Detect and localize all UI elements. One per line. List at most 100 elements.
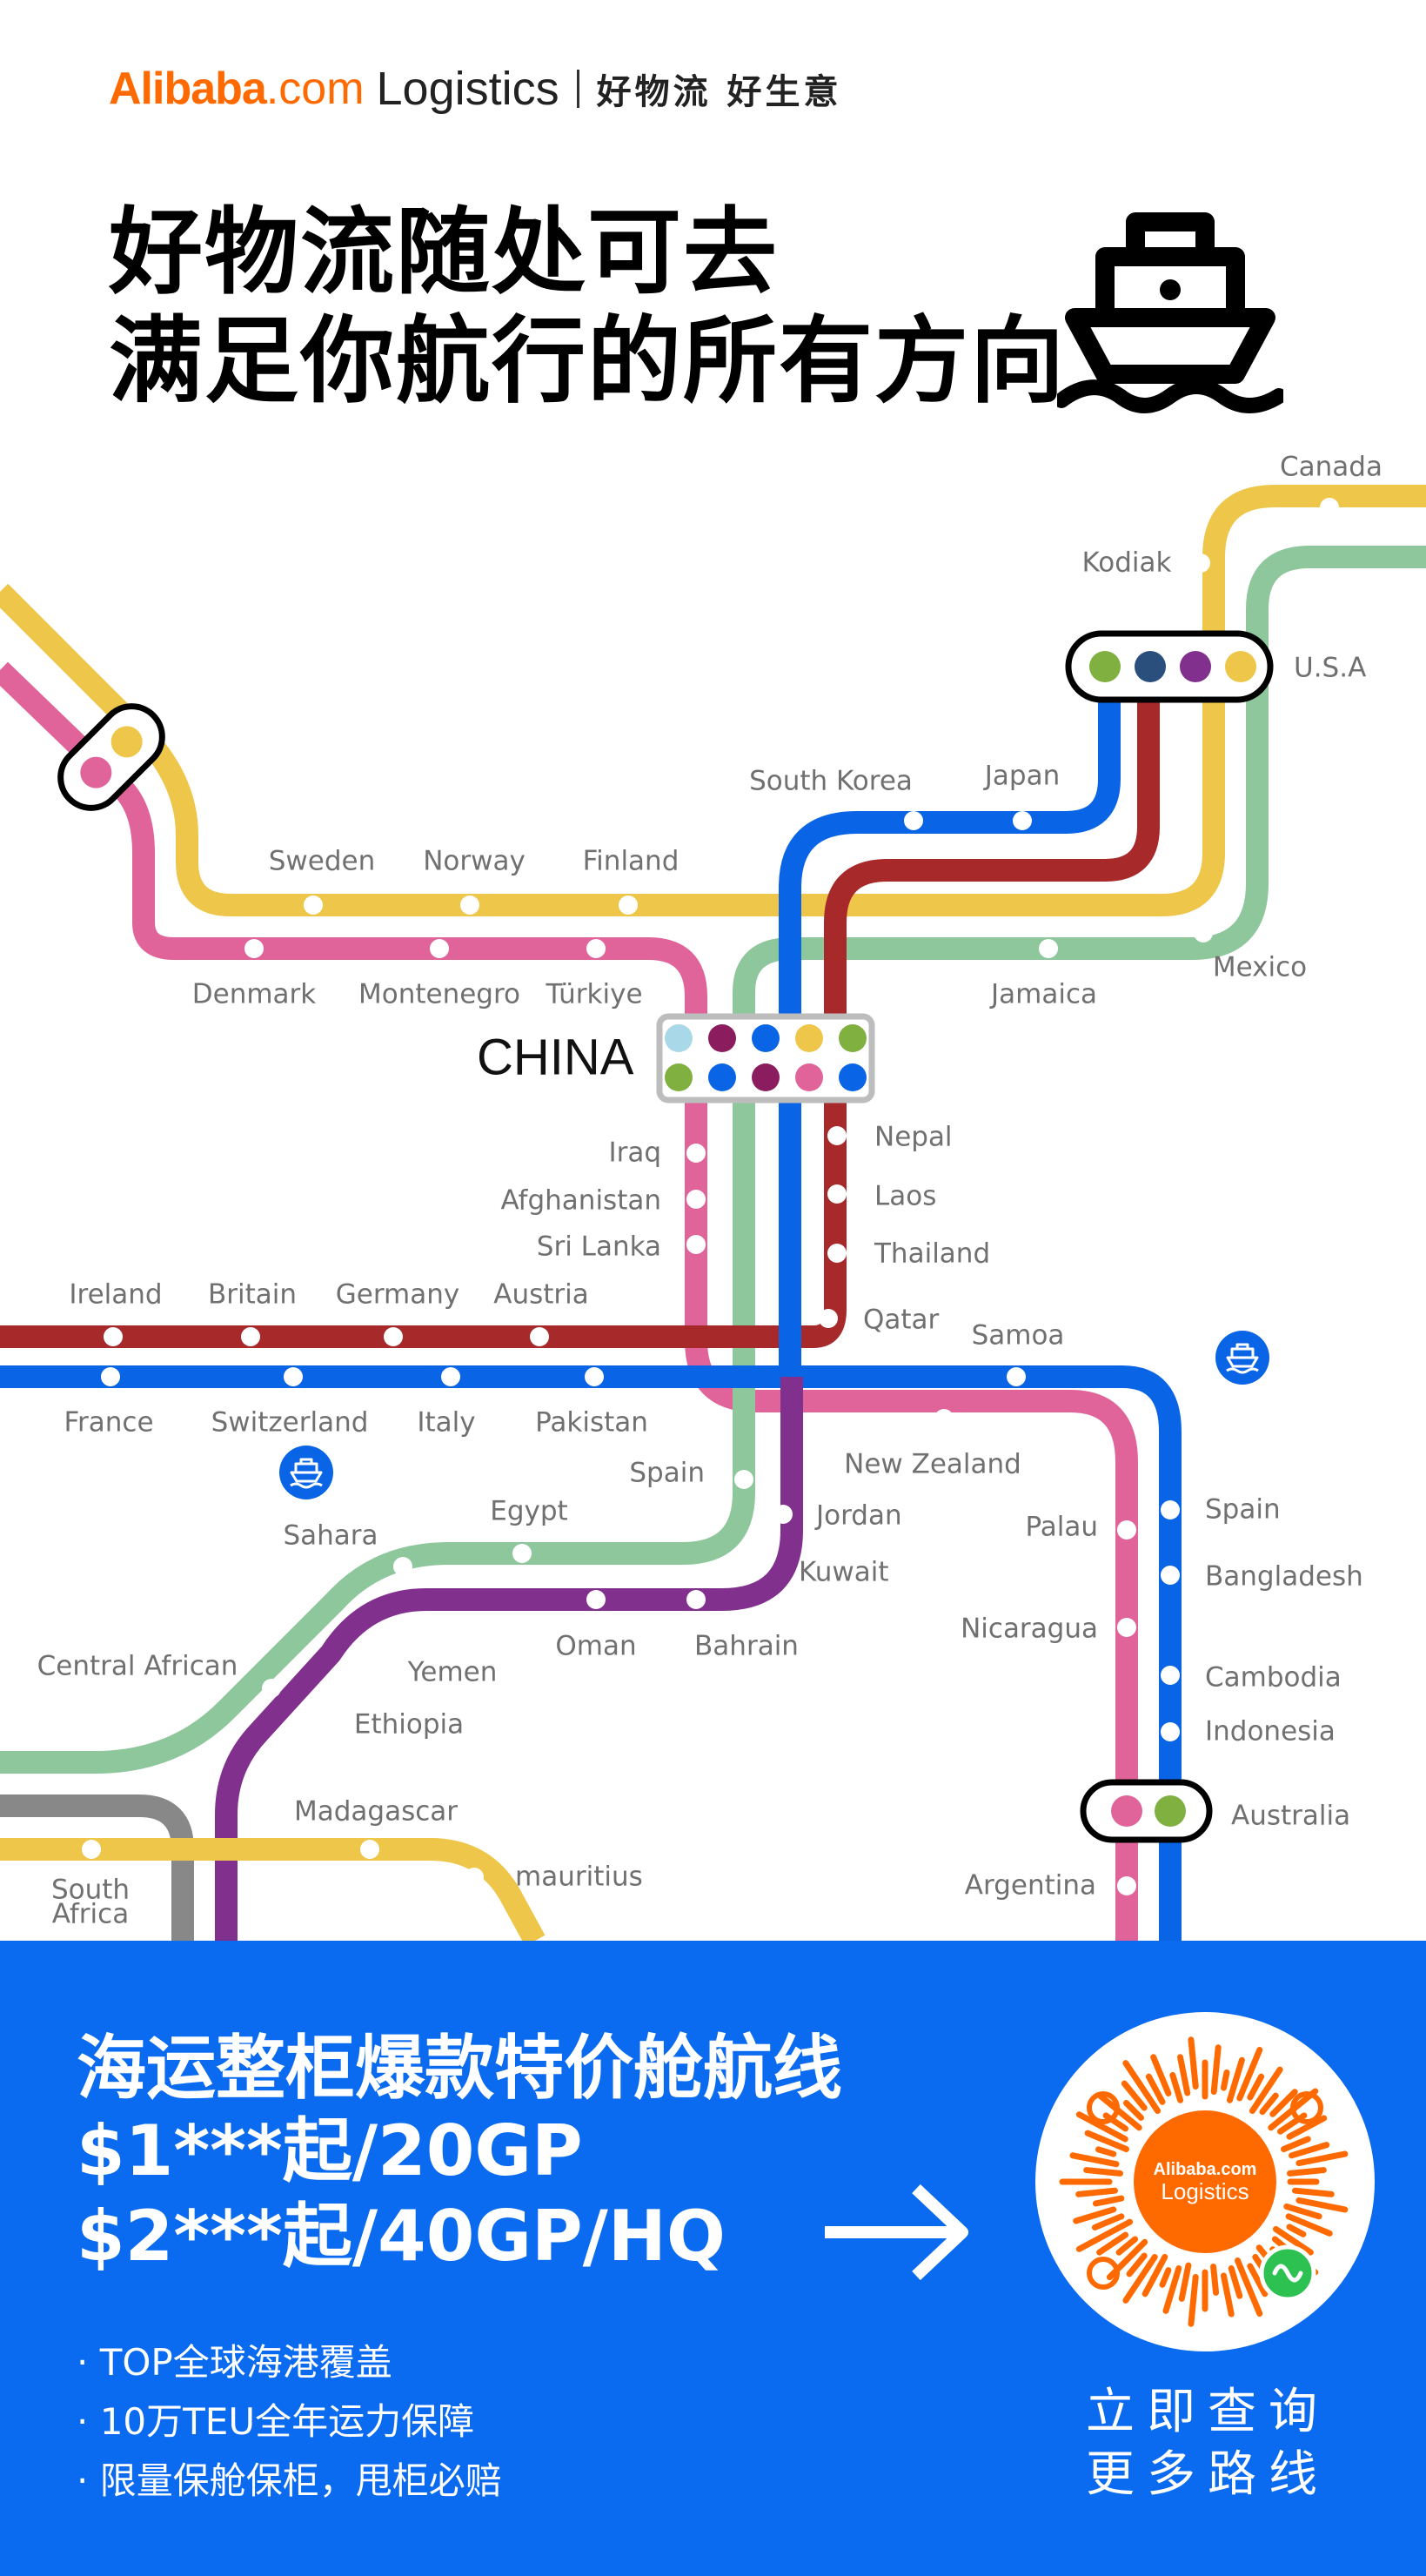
bullet-item: · 限量保舱保柜，甩柜必赔 (77, 2459, 502, 2502)
station-label: Britain (207, 1278, 298, 1311)
station-label: Montenegro (358, 978, 521, 1010)
station-label: Laos (874, 1180, 937, 1212)
brand-logistics: Logistics (376, 63, 559, 115)
qr-sub: Logistics (1161, 2178, 1249, 2204)
qr-ray (1096, 2231, 1129, 2256)
station-label: Ireland (69, 1278, 163, 1311)
station-label: Madagascar (293, 1795, 459, 1828)
station-label: Cambodia (1205, 1661, 1342, 1694)
station-label: mauritius (515, 1861, 643, 1893)
qr-ray (1287, 2167, 1327, 2177)
station-label: Ethiopia (353, 1708, 465, 1741)
pink-line-europe (0, 661, 1138, 1941)
purple-line (215, 1377, 803, 1941)
station-label: Spain (629, 1457, 705, 1489)
qr-ray (1178, 2262, 1192, 2302)
qr-ray (1286, 2224, 1307, 2237)
cta-line-1[interactable]: 立即查询 (1086, 2384, 1329, 2440)
qr-ray (1247, 2073, 1265, 2101)
qr-ray (1188, 2036, 1199, 2090)
station-label: Austria (493, 1278, 589, 1311)
station-label: Yemen (407, 1656, 498, 1688)
headline-line-1: 好物流随处可去 (109, 198, 780, 307)
blue-line (0, 1365, 1182, 1941)
station-label: Türkiye (546, 978, 643, 1010)
station-label: Kuwait (799, 1556, 889, 1588)
yellow-line-americas (783, 485, 1426, 916)
brand-name: Alibaba (109, 64, 267, 114)
qr-ray (1210, 2044, 1222, 2096)
station-label: Argentina (964, 1869, 1096, 1902)
header-tagline: 好物流 好生意 (596, 72, 842, 112)
qr-ray (1083, 2167, 1123, 2177)
station-label: France (64, 1406, 154, 1439)
brand-header: Alibaba.com Logistics 好物流 好生意 (109, 63, 842, 115)
header-divider (576, 70, 579, 108)
qr-ray (1286, 2115, 1328, 2140)
qr-ray (1141, 2253, 1168, 2298)
qr-ray (1097, 2093, 1142, 2131)
station-label: Qatar (863, 1304, 940, 1336)
price-20gp: $1***起/20GP (77, 2110, 583, 2191)
mini-program-qr-code[interactable]: Alibaba.com Logistics (1035, 2012, 1375, 2351)
station-label: Samoa (971, 1319, 1065, 1352)
station-label: Afghanistan (500, 1184, 661, 1217)
qr-ray (1220, 2272, 1235, 2318)
qr-ray (1115, 2236, 1139, 2256)
qr-ray (1126, 2252, 1148, 2277)
price-40gp: $2***起/40GP/HQ (77, 2196, 726, 2277)
qr-ray (1210, 2264, 1220, 2296)
qr-ray (1259, 2092, 1279, 2116)
qr-ray (1269, 2089, 1298, 2117)
ship-icon (1057, 212, 1283, 413)
ship-icon (279, 1446, 333, 1499)
qr-ray (1159, 2267, 1172, 2288)
station-label: Africa (51, 1898, 130, 1930)
station-label: Norway (423, 845, 526, 877)
qr-ray (1162, 2265, 1182, 2314)
station-label: Iraq (608, 1137, 661, 1169)
station-label: Canada (1280, 451, 1382, 483)
station-label: Spain (1205, 1493, 1281, 1526)
station-label: Denmark (191, 978, 317, 1010)
china-label: CHINA (477, 1029, 634, 1086)
brand-domain: .com (265, 64, 365, 114)
station-label: Mexico (1212, 951, 1308, 983)
qr-ray (1228, 2265, 1243, 2299)
qr-ray (1283, 2203, 1322, 2220)
headline-line-2: 满足你航行的所有方向 (109, 307, 1067, 416)
qr-ray (1285, 2213, 1333, 2237)
station-label: Jordan (816, 1499, 902, 1532)
cta-line-2[interactable]: 更多路线 (1086, 2446, 1329, 2503)
station-label: Bangladesh (1205, 1560, 1363, 1593)
red-line (0, 679, 1160, 1348)
station-label: South (50, 1874, 131, 1906)
station-label: Indonesia (1205, 1715, 1336, 1748)
station-label: Nepal (874, 1121, 953, 1153)
station-label: Central African (37, 1650, 238, 1682)
bullet-item: · TOP全球海港覆盖 (77, 2341, 392, 2384)
station-label: Sweden (268, 845, 376, 877)
station-label: Finland (582, 845, 680, 877)
station-label: New Zealand (844, 1448, 1021, 1480)
qr-ray (1145, 2073, 1166, 2105)
qr-ray (1226, 2056, 1245, 2103)
qr-ray (1236, 2046, 1263, 2102)
promo-title: 海运整柜爆款特价舱航线 (77, 2028, 842, 2109)
qr-ray (1295, 2197, 1349, 2213)
station-label: Germany (335, 1278, 460, 1311)
qr-ray (1281, 2136, 1311, 2152)
qr-ray (1084, 2130, 1129, 2152)
qr-brand: Alibaba.com (1154, 2160, 1257, 2179)
arrow-right-icon (825, 2184, 968, 2280)
yellow-line-africa (0, 1838, 546, 1941)
station-label: Australia (1231, 1800, 1351, 1832)
qr-ray (1235, 2257, 1263, 2318)
station-label: Sri Lanka (536, 1231, 661, 1263)
station-label: Jamaica (991, 978, 1097, 1010)
blue-line-asia (779, 679, 1121, 1377)
station-label: Japan (984, 760, 1061, 792)
station-label: South Korea (749, 765, 913, 797)
ship-icon (1215, 1331, 1269, 1385)
qr-ray (1295, 2150, 1349, 2167)
